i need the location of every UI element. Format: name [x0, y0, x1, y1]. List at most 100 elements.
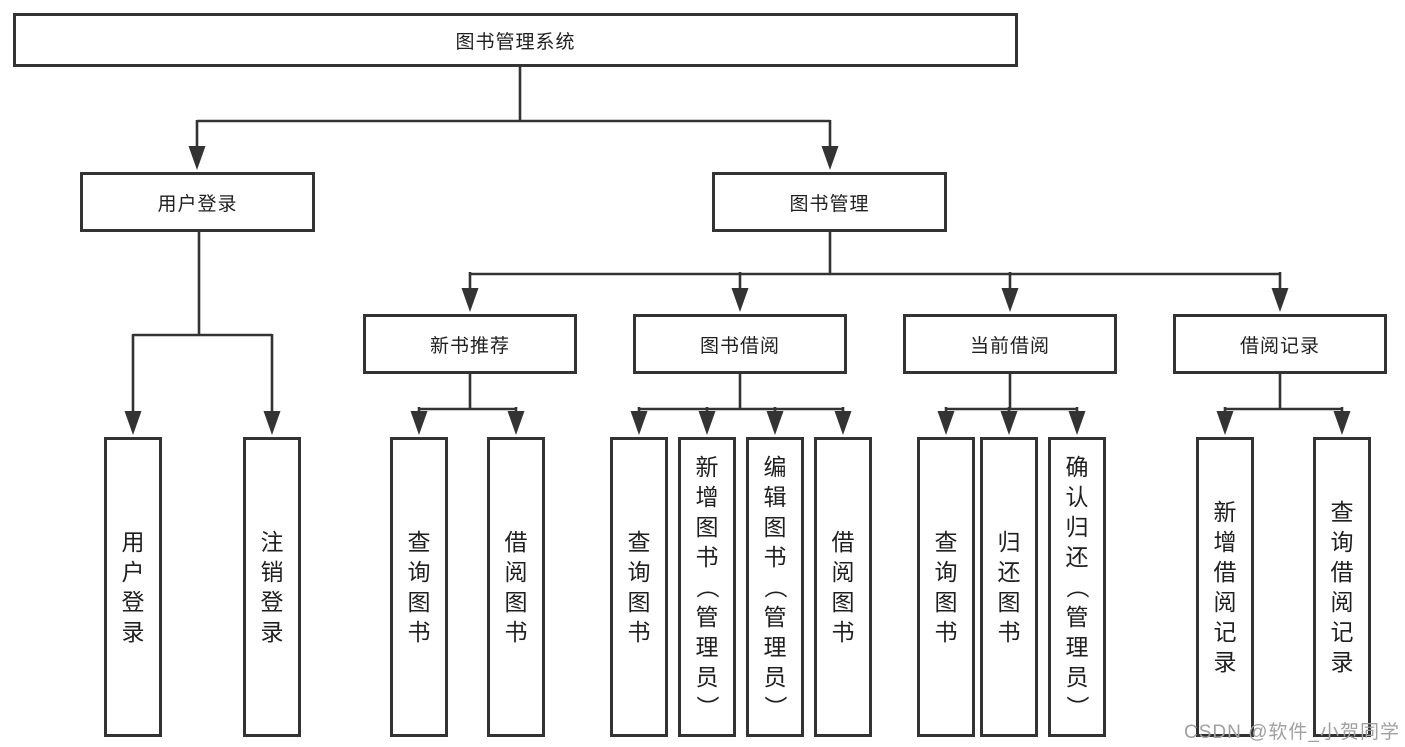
vertical-char: 登 — [260, 589, 284, 615]
arrowhead-icon — [188, 146, 206, 170]
arrowhead-icon — [1001, 288, 1019, 312]
vertical-char: 还 — [1065, 544, 1089, 570]
vertical-char: 图 — [627, 589, 651, 615]
leaf-borrow-books-borrowing: 借阅图书 — [814, 437, 872, 737]
vertical-char: ） — [762, 695, 788, 719]
vertical-char: 员 — [1065, 664, 1089, 690]
vertical-char: 用 — [121, 529, 145, 555]
vertical-char: 询 — [934, 559, 958, 585]
vertical-char: 借 — [504, 529, 528, 555]
vertical-char: 管 — [1065, 604, 1089, 630]
vertical-char: （ — [694, 575, 720, 599]
arrowhead-icon — [630, 411, 648, 435]
arrowhead-icon — [731, 288, 749, 312]
arrowheads — [124, 146, 1351, 435]
vertical-char: 员 — [695, 664, 719, 690]
arrowhead-icon — [834, 411, 852, 435]
arrowhead-icon — [766, 411, 784, 435]
arrowhead-icon — [507, 411, 525, 435]
vertical-char: 图 — [934, 589, 958, 615]
vertical-char: 录 — [1330, 649, 1354, 675]
vertical-char: 书 — [934, 619, 958, 645]
vertical-char: 询 — [627, 559, 651, 585]
vertical-char: 阅 — [1213, 589, 1237, 615]
vertical-char: 书 — [997, 619, 1021, 645]
vertical-char: 阅 — [831, 559, 855, 585]
vertical-char: 销 — [260, 559, 284, 585]
arrowhead-icon — [1333, 411, 1351, 435]
vertical-char: 图 — [831, 589, 855, 615]
vertical-char: 书 — [407, 619, 431, 645]
arrowhead-icon — [937, 411, 955, 435]
vertical-char: 询 — [407, 559, 431, 585]
arrowhead-icon — [821, 146, 839, 170]
vertical-char: 登 — [121, 589, 145, 615]
leaf-query-books-borrowing: 查询图书 — [610, 437, 668, 737]
vertical-char: 认 — [1065, 484, 1089, 510]
vertical-char: 阅 — [1330, 589, 1354, 615]
vertical-char: 增 — [695, 484, 719, 510]
csdn-watermark: CSDN @软件_小贺同学 — [1184, 722, 1400, 743]
node-book-management: 图书管理 — [712, 172, 947, 232]
node-book-borrowing: 图书借阅 — [633, 314, 847, 374]
leaf-query-books-recommend: 查询图书 — [390, 437, 448, 737]
vertical-char: ） — [694, 695, 720, 719]
vertical-char: 录 — [260, 619, 284, 645]
vertical-char: 书 — [763, 544, 787, 570]
vertical-char: 录 — [121, 619, 145, 645]
vertical-char: 辑 — [763, 484, 787, 510]
vertical-char: 管 — [763, 604, 787, 630]
vertical-char: （ — [762, 575, 788, 599]
vertical-char: 查 — [407, 529, 431, 555]
vertical-char: 理 — [695, 634, 719, 660]
vertical-char: 增 — [1213, 529, 1237, 555]
vertical-char: 询 — [1330, 529, 1354, 555]
vertical-char: 图 — [504, 589, 528, 615]
vertical-char: 查 — [627, 529, 651, 555]
vertical-char: 还 — [997, 559, 1021, 585]
arrowhead-icon — [1216, 411, 1234, 435]
leaf-return-books: 归还图书 — [980, 437, 1038, 737]
leaf-add-borrow-record: 新增借阅记录 — [1196, 437, 1254, 737]
vertical-char: 借 — [831, 529, 855, 555]
vertical-char: 记 — [1330, 619, 1354, 645]
vertical-char: 图 — [407, 589, 431, 615]
vertical-char: 新 — [695, 454, 719, 480]
vertical-char: 确 — [1065, 454, 1089, 480]
vertical-char: 阅 — [504, 559, 528, 585]
arrowhead-icon — [263, 411, 281, 435]
vertical-char: 图 — [997, 589, 1021, 615]
arrowhead-icon — [1271, 288, 1289, 312]
vertical-char: 图 — [695, 514, 719, 540]
arrowhead-icon — [1000, 411, 1018, 435]
leaf-edit-book-admin: 编辑图书（管理员） — [746, 437, 804, 737]
vertical-char: 录 — [1213, 649, 1237, 675]
vertical-char: ） — [1064, 695, 1090, 719]
arrowhead-icon — [410, 411, 428, 435]
vertical-char: 新 — [1213, 499, 1237, 525]
vertical-char: 借 — [1213, 559, 1237, 585]
vertical-char: 书 — [695, 544, 719, 570]
vertical-char: 归 — [1065, 514, 1089, 540]
vertical-char: 编 — [763, 454, 787, 480]
node-new-book-recommendation: 新书推荐 — [363, 314, 577, 374]
node-current-borrowing: 当前借阅 — [903, 314, 1117, 374]
vertical-char: 查 — [934, 529, 958, 555]
arrowhead-icon — [461, 288, 479, 312]
arrowhead-icon — [698, 411, 716, 435]
vertical-char: 理 — [1065, 634, 1089, 660]
vertical-char: 书 — [831, 619, 855, 645]
leaf-confirm-return-admin: 确认归还（管理员） — [1048, 437, 1106, 737]
vertical-char: 借 — [1330, 559, 1354, 585]
vertical-char: 书 — [627, 619, 651, 645]
vertical-char: 理 — [763, 634, 787, 660]
vertical-char: 记 — [1213, 619, 1237, 645]
leaf-borrow-books-recommend: 借阅图书 — [487, 437, 545, 737]
vertical-char: 注 — [260, 529, 284, 555]
leaf-user-login: 用户登录 — [104, 437, 162, 737]
leaf-query-borrow-record: 查询借阅记录 — [1313, 437, 1371, 737]
vertical-char: 管 — [695, 604, 719, 630]
leaf-add-book-admin: 新增图书 （ 管理员 ） — [678, 437, 736, 737]
